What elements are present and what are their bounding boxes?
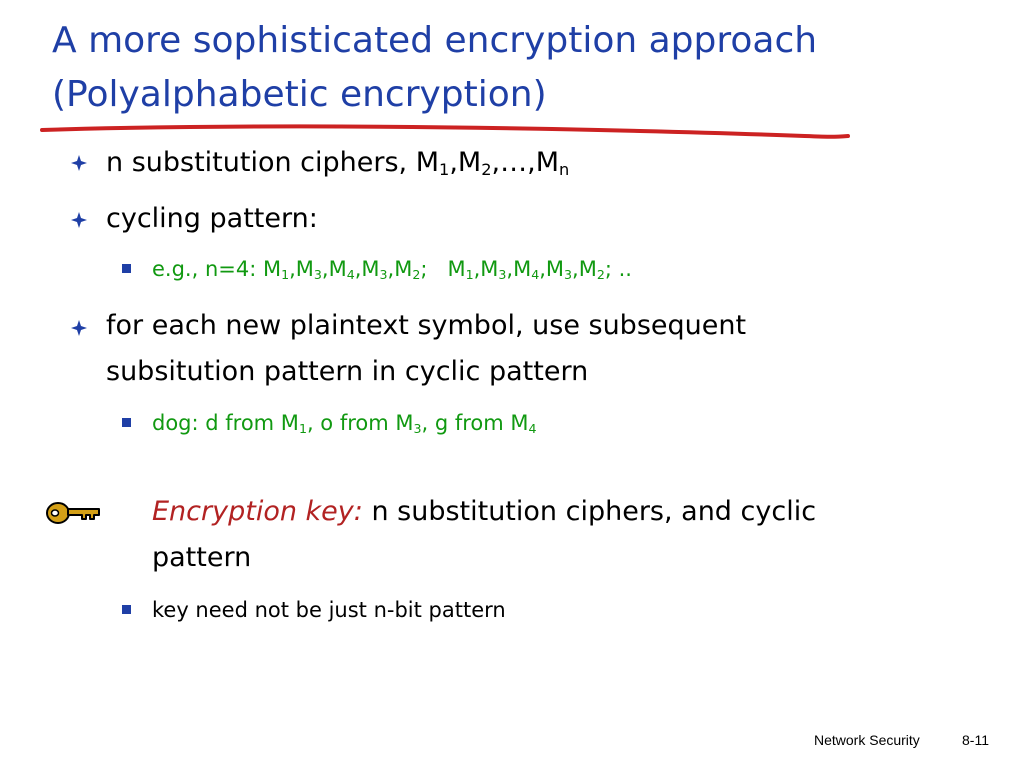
sub-bullet-key-note: key need not be just n-bit pattern: [152, 598, 506, 622]
diamond-bullet-icon: [71, 212, 87, 228]
subscript: 4: [346, 267, 355, 283]
key-icon: [46, 502, 100, 524]
slide-title: A more sophisticated encryption approach…: [52, 14, 972, 122]
text-fragment: ,M: [473, 257, 499, 281]
text-fragment: , o from M: [306, 411, 414, 435]
key-line-1: Encryption key: n substitution ciphers, …: [152, 489, 816, 535]
subscript: 4: [528, 421, 537, 437]
key-line-1-text: n substitution ciphers, and cyclic: [362, 496, 817, 527]
subscript: 2: [596, 267, 605, 283]
text-fragment: ,M: [354, 257, 380, 281]
subscript: 3: [564, 267, 573, 283]
diamond-bullet-icon: [71, 155, 87, 171]
subscript: 1: [465, 267, 474, 283]
square-bullet-icon: [122, 605, 131, 614]
subscript: 1: [439, 160, 450, 180]
subscript: 3: [413, 421, 422, 437]
bullet-plaintext: for each new plaintext symbol, use subse…: [106, 303, 746, 395]
subscript: 3: [498, 267, 507, 283]
square-bullet-icon: [122, 264, 131, 273]
subscript: 1: [281, 267, 290, 283]
footer-course: Network Security: [814, 732, 920, 748]
key-bullet: Encryption key: n substitution ciphers, …: [152, 489, 816, 581]
text-fragment: ,M: [321, 257, 347, 281]
text-fragment: ; ..: [604, 257, 632, 281]
title-line-2: (Polyalphabetic encryption): [52, 74, 547, 115]
title-underline: [40, 124, 850, 139]
key-line-2: pattern: [152, 542, 252, 573]
title-line-1: A more sophisticated encryption approach: [52, 20, 818, 61]
text-fragment: ,M: [449, 147, 482, 178]
subscript: 3: [379, 267, 388, 283]
text-fragment: ,M: [506, 257, 532, 281]
text-fragment: ; M: [420, 257, 466, 281]
sub-bullet-example: e.g., n=4: M1,M3,M4,M3,M2; M1,M3,M4,M3,M…: [152, 253, 632, 285]
bullet-plaintext-line-2: subsitution pattern in cyclic pattern: [106, 356, 589, 387]
text-fragment: ,M: [572, 257, 597, 281]
subscript: 3: [313, 267, 322, 283]
sub-bullet-dog: dog: d from M1, o from M3, g from M4: [152, 407, 537, 439]
encryption-key-label: Encryption key:: [152, 496, 363, 527]
bullet-ciphers: n substitution ciphers, M1,M2,…,Mn: [106, 140, 569, 186]
bullet-plaintext-line-1: for each new plaintext symbol, use subse…: [106, 310, 747, 341]
text-fragment: ,M: [289, 257, 314, 281]
subscript: n: [559, 160, 570, 180]
square-bullet-icon: [122, 418, 131, 427]
bullet-ciphers-text: n substitution ciphers, M: [106, 147, 440, 178]
text-fragment: ,…,M: [491, 147, 559, 178]
diamond-bullet-icon: [71, 320, 87, 336]
text-fragment: ,M: [387, 257, 413, 281]
subscript: 2: [412, 267, 421, 283]
text-fragment: ,M: [539, 257, 565, 281]
text-fragment: dog: d from M: [152, 411, 299, 435]
text-fragment: , g from M: [421, 411, 529, 435]
bullet-cycling: cycling pattern:: [106, 203, 318, 234]
subscript: 4: [531, 267, 540, 283]
text-fragment: e.g., n=4: M: [152, 257, 282, 281]
subscript: 1: [298, 421, 307, 437]
footer-page-number: 8-11: [962, 732, 989, 748]
subscript: 2: [481, 160, 492, 180]
